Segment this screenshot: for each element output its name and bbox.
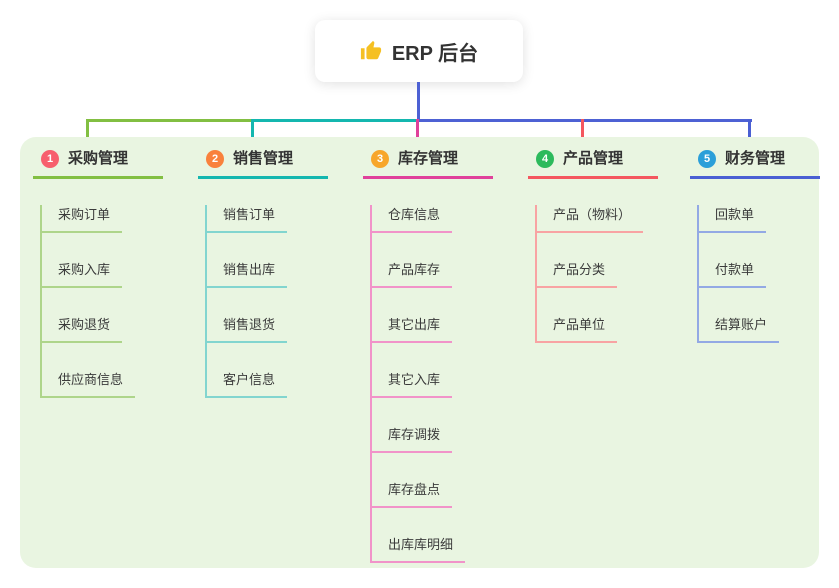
branch-1-item[interactable]: 采购退货 — [42, 315, 123, 343]
thumbs-up-icon — [360, 40, 381, 60]
branch-number-badge: 2 — [206, 150, 224, 168]
branch-2-children: 销售订单销售出库销售退货客户信息 — [205, 205, 328, 398]
branch-1-item[interactable]: 采购入库 — [42, 260, 123, 288]
branch-title: 财务管理 — [725, 150, 786, 167]
branch-1-item[interactable]: 采购订单 — [42, 205, 123, 233]
branch-title: 销售管理 — [233, 150, 294, 167]
branch-3-item[interactable]: 其它出库 — [372, 315, 453, 343]
branch-5-bus-line — [418, 119, 752, 122]
root-node[interactable]: ERP 后台 — [315, 20, 523, 82]
branch-3: 3 库存管理仓库信息产品库存其它出库其它入库库存调拨库存盘点出库库明细 — [363, 148, 493, 563]
branches-panel: 1 采购管理采购订单采购入库采购退货供应商信息 2 销售管理销售订单销售出库销售退货客… — [20, 137, 820, 568]
branch-title: 产品管理 — [563, 150, 624, 167]
branch-2: 2 销售管理销售订单销售出库销售退货客户信息 — [198, 148, 328, 398]
branch-3-item[interactable]: 库存盘点 — [372, 480, 453, 508]
branch-5-item[interactable]: 回款单 — [699, 205, 767, 233]
branch-3-title-row[interactable]: 3 库存管理 — [363, 148, 493, 179]
branch-3-item[interactable]: 库存调拨 — [372, 425, 453, 453]
branch-number-badge: 1 — [41, 150, 59, 168]
branch-4-title-row[interactable]: 4 产品管理 — [528, 148, 658, 179]
branch-4-item[interactable]: 产品（物料） — [537, 205, 644, 233]
branch-4-children: 产品（物料） 产品分类产品单位 — [535, 205, 658, 343]
branch-3-item[interactable]: 产品库存 — [372, 260, 453, 288]
root-connector-line — [417, 82, 420, 120]
branch-4: 4 产品管理产品（物料） 产品分类产品单位 — [528, 148, 658, 343]
branch-2-bus-line — [253, 119, 418, 122]
branch-5-item[interactable]: 付款单 — [699, 260, 767, 288]
branch-title: 库存管理 — [398, 150, 459, 167]
branch-3-item[interactable]: 出库库明细 — [372, 535, 466, 563]
branch-5-item[interactable]: 结算账户 — [699, 315, 780, 343]
branch-2-item[interactable]: 销售订单 — [207, 205, 288, 233]
branch-5-title-row[interactable]: 5 财务管理 — [690, 148, 820, 179]
branch-4-item[interactable]: 产品单位 — [537, 315, 618, 343]
branch-3-children: 仓库信息产品库存其它出库其它入库库存调拨库存盘点出库库明细 — [370, 205, 493, 563]
branch-1-children: 采购订单采购入库采购退货供应商信息 — [40, 205, 163, 398]
branch-3-item[interactable]: 其它入库 — [372, 370, 453, 398]
branch-1-bus-line — [86, 119, 253, 122]
branch-2-item[interactable]: 销售出库 — [207, 260, 288, 288]
branch-2-title-row[interactable]: 2 销售管理 — [198, 148, 328, 179]
branch-3-item[interactable]: 仓库信息 — [372, 205, 453, 233]
branch-2-item[interactable]: 客户信息 — [207, 370, 288, 398]
branch-5-children: 回款单付款单结算账户 — [697, 205, 820, 343]
branch-5: 5 财务管理回款单付款单结算账户 — [690, 148, 820, 343]
branch-title: 采购管理 — [68, 150, 129, 167]
branch-1-title-row[interactable]: 1 采购管理 — [33, 148, 163, 179]
branch-number-badge: 4 — [536, 150, 554, 168]
root-label: ERP 后台 — [391, 42, 479, 65]
branch-1: 1 采购管理采购订单采购入库采购退货供应商信息 — [33, 148, 163, 398]
branch-number-badge: 3 — [371, 150, 389, 168]
branch-number-badge: 5 — [698, 150, 716, 168]
branch-4-item[interactable]: 产品分类 — [537, 260, 618, 288]
branch-2-item[interactable]: 销售退货 — [207, 315, 288, 343]
branch-1-item[interactable]: 供应商信息 — [42, 370, 136, 398]
